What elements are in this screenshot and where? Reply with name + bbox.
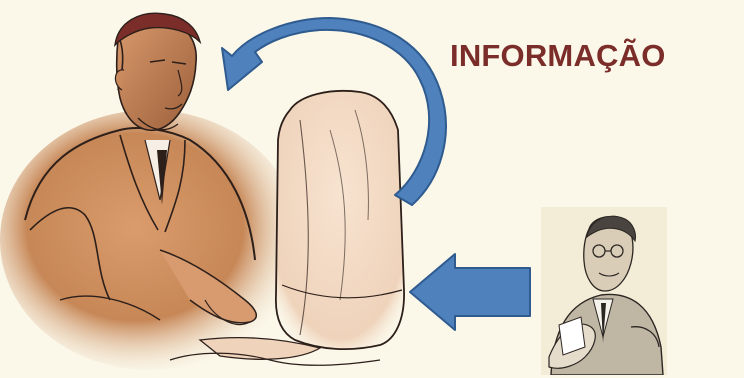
man-reading-photo bbox=[541, 207, 667, 375]
man-reading-paper-icon bbox=[541, 207, 667, 375]
slide-title: INFORMAÇÃO bbox=[450, 40, 666, 71]
left-arrow-icon bbox=[410, 254, 530, 330]
